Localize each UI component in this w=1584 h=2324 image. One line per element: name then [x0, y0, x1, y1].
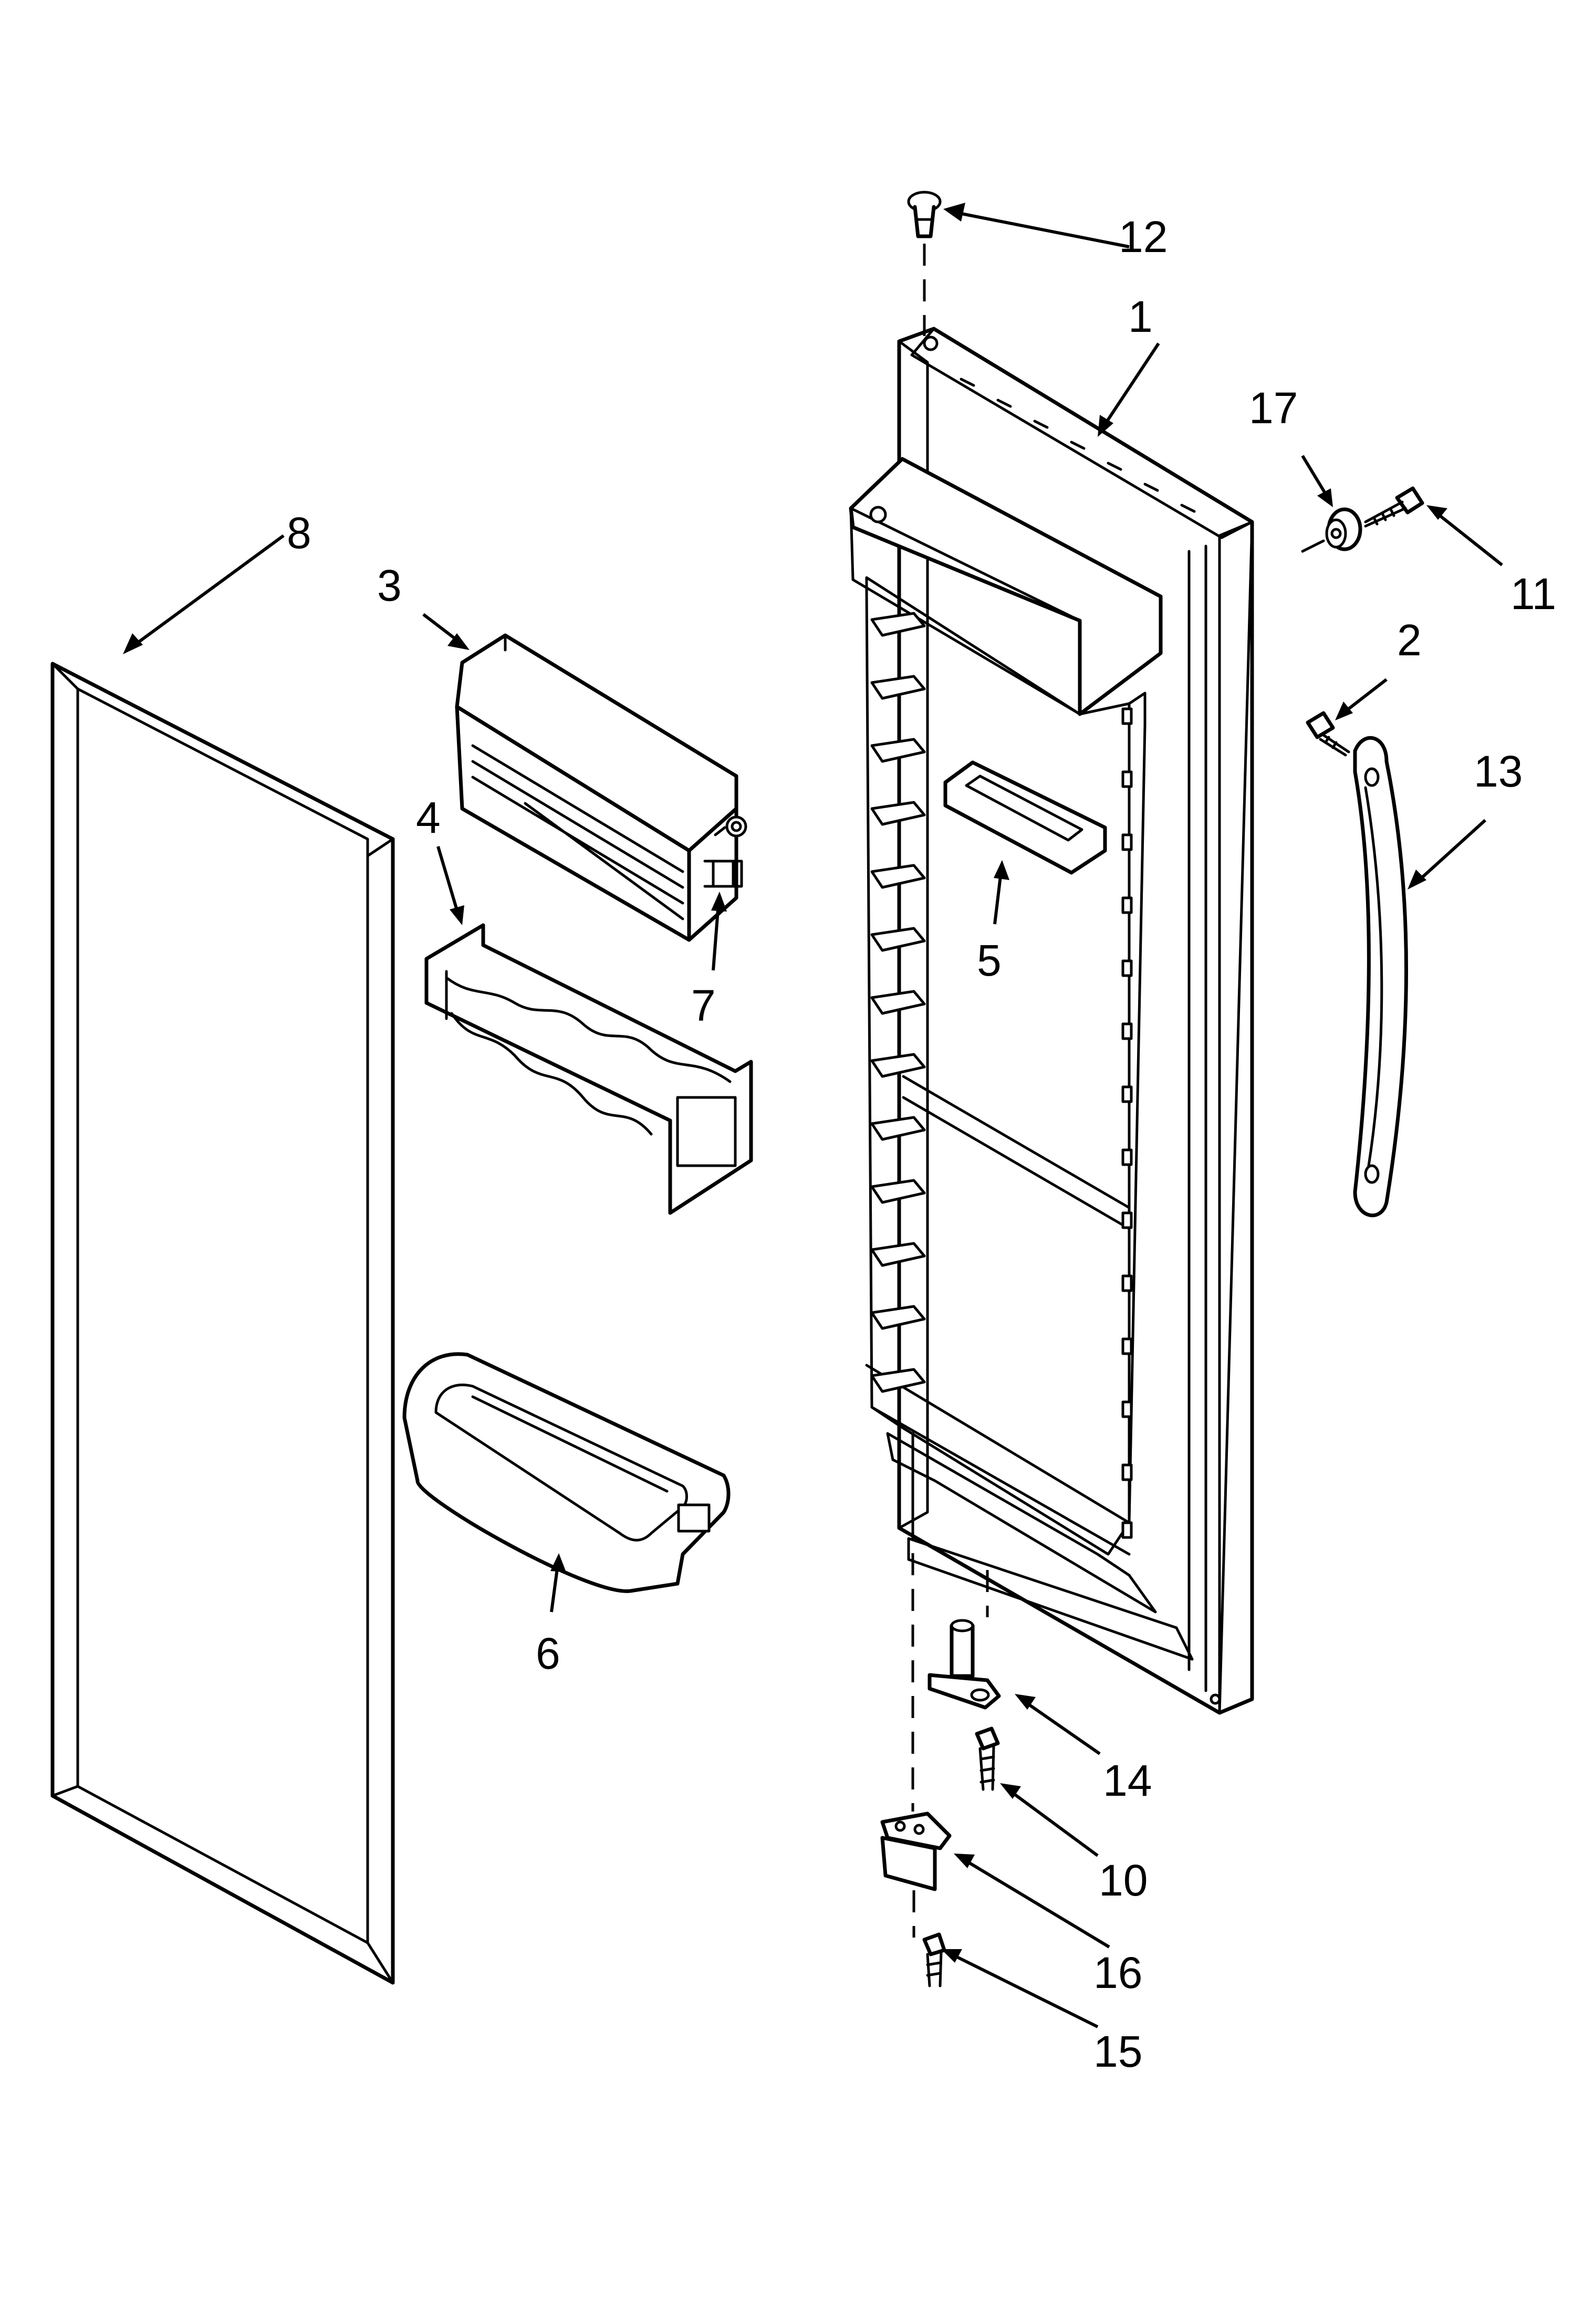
- callout-8: 8: [287, 508, 311, 558]
- callout-2: 2: [1397, 615, 1422, 665]
- callout-15: 15: [1093, 2027, 1142, 2076]
- callout-7: 7: [691, 981, 716, 1030]
- callout-12: 12: [1119, 212, 1168, 261]
- callout-16: 16: [1093, 1948, 1142, 1997]
- callout-labels: 1 2 3 4 5 6 7 8 10 11 12 13 14 15 16 17: [287, 212, 1556, 2076]
- door-bin-part: [402, 1352, 731, 1593]
- callout-14: 14: [1103, 1756, 1152, 1805]
- callout-10: 10: [1099, 1856, 1148, 1905]
- spacer-part: [1301, 507, 1362, 553]
- dairy-door-part: [455, 633, 747, 942]
- top-bushing-part: [907, 191, 942, 336]
- callout-13: 13: [1474, 747, 1523, 796]
- callout-5: 5: [977, 936, 1002, 985]
- bottom-screw-part: [912, 1890, 946, 1987]
- callout-17: 17: [1249, 383, 1298, 433]
- utility-bin-part: [943, 760, 1107, 875]
- door-part: [849, 327, 1254, 1715]
- callout-6: 6: [536, 1629, 560, 1678]
- door-shelf-supports: [870, 612, 1133, 1539]
- callout-11: 11: [1510, 569, 1556, 619]
- hinge-pin-part: [928, 1570, 1001, 1710]
- leader-lines: [123, 203, 1503, 2028]
- callout-1: 1: [1128, 292, 1153, 341]
- mount-screw-part: [1364, 486, 1424, 528]
- handle-part: [1353, 736, 1408, 1218]
- callout-3: 3: [377, 561, 402, 610]
- handle-screw-part: [1306, 711, 1350, 757]
- hinge-screw-part: [975, 1726, 1000, 1791]
- callout-4: 4: [416, 793, 441, 842]
- door-top-dashes: [960, 378, 1196, 513]
- dairy-hinge-part: [703, 860, 743, 888]
- gasket-part: [50, 662, 395, 1985]
- egg-tray-part: [424, 923, 753, 1215]
- bottom-hinge-part: [880, 1432, 952, 1891]
